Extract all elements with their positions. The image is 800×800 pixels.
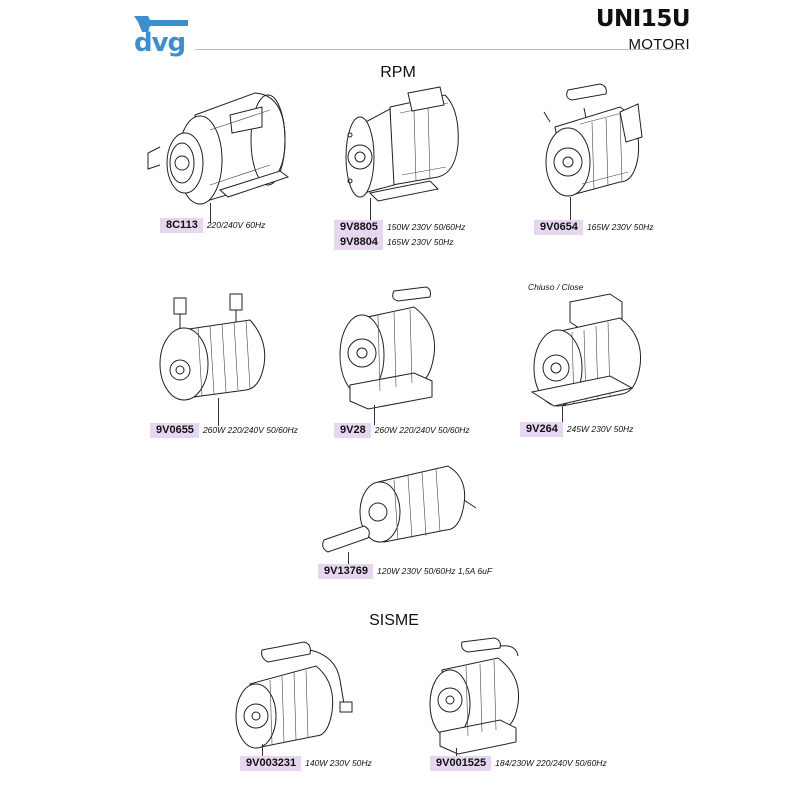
product-code: 9V001525 [430,756,492,771]
product-spec: 184/230W 220/240V 50/60Hz [495,758,607,768]
product-spec: 150W 230V 50/60Hz [386,222,466,232]
motor-capacitor-drawing [318,460,488,560]
motor-drawing [426,636,596,746]
document-subtitle: MOTORI [628,36,690,53]
document-code: UNI15U [595,6,691,32]
motor-drawing [334,285,484,415]
product-spec: 165W 230V 50Hz [586,222,654,232]
product-code: 9V003231 [240,756,302,771]
product-spec: 140W 230V 50Hz [305,758,372,768]
product-note: Chiuso / Close [528,282,584,292]
product-code: 9V28 [334,423,371,438]
motor-drawing [150,290,300,415]
product-spec: 245W 230V 50Hz [566,424,634,434]
motor-capacitor-drawing [530,82,670,222]
motor-drawing [140,85,300,230]
dvg-logo: dvg [128,10,192,60]
pump-motor-drawing [330,85,480,225]
logo-text: dvg [134,28,186,58]
header-divider [195,49,685,50]
closed-motor-drawing [520,292,680,422]
product-code: 8C113 [160,218,203,233]
product-code: 9V264 [520,422,563,437]
motor-capacitor-drawing [236,636,406,746]
product-code: 9V13769 [318,564,374,579]
section-title-sisme: SISME [369,612,419,629]
product-spec: 220/240V 60Hz [206,220,266,230]
product-spec: 260W 220/240V 50/60Hz [202,425,298,435]
section-title-rpm: RPM [380,64,416,81]
product-code: 9V8804 [334,235,383,250]
product-code: 9V0654 [534,220,583,235]
faucet-icon [134,16,188,32]
product-spec: 120W 230V 50/60Hz 1,5A 6uF [377,566,493,576]
product-code: 9V8805 [334,220,383,235]
product-spec: 260W 220/240V 50/60Hz [374,425,470,435]
product-spec: 165W 230V 50Hz [386,237,454,247]
product-code: 9V0655 [150,423,199,438]
